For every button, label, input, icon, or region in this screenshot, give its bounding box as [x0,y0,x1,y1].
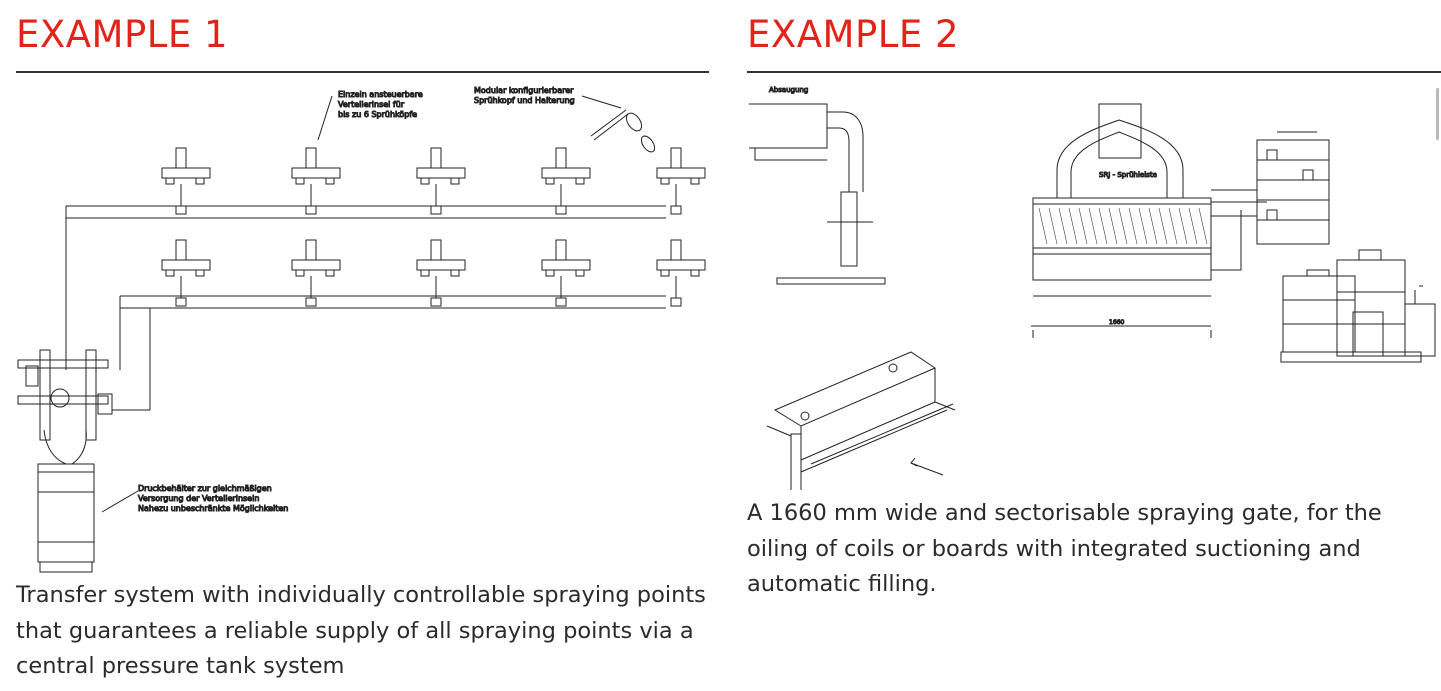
example-1-caption: Transfer system with individually contro… [16,582,706,679]
scrollbar-thumb[interactable] [1436,88,1439,140]
suction-label: Absaugung [769,86,808,94]
valve-stack [1256,131,1330,245]
spray-head-icon [590,109,656,153]
spray-bar-hatching [1038,207,1208,245]
distributor-row-2 [161,239,706,307]
width-dimension-label: 1660 [1109,319,1124,326]
spray-bar-label: SRJ - Sprühleiste [1099,171,1157,179]
distributor-label-line-3: bis zu 6 Sprühköpfe [338,110,417,119]
suction-unit [749,103,886,285]
pressure-tank [37,463,95,573]
spraying-gate-diagram: Absaugung SRJ - Sprühleiste 1660 [747,80,1441,495]
control-panel [17,349,113,441]
distributor-label-line-2: Verteilerinsel für [338,100,405,109]
distributor-row-1 [161,147,706,215]
spray-bar-front [1031,103,1212,327]
tank-label-line-1: Druckbehälter zur gleichmäßigen [138,484,272,493]
example-2-heading: EXAMPLE 2 [747,13,960,56]
spray-head-label-line-1: Modular konfigurierbarer [474,86,574,95]
example-2-divider [747,71,1441,73]
tank-label-line-2: Versorgung der Verteilerinseln [138,494,259,503]
transfer-system-diagram: Einzeln ansteuerbare Verteilerinsel für … [16,80,709,584]
example-1-divider [16,71,709,73]
supply-tanks [1280,249,1436,363]
tank-label-line-3: Nahezu unbeschränkte Möglichkeiten [138,504,288,513]
example-1-heading: EXAMPLE 1 [16,13,229,56]
example-2-caption: A 1660 mm wide and sectorisable spraying… [747,500,1382,597]
spray-gate-isometric [766,351,956,495]
spray-head-label-line-2: Sprühkopf und Halterung [474,96,575,105]
distributor-label-line-1: Einzeln ansteuerbare [338,90,423,99]
